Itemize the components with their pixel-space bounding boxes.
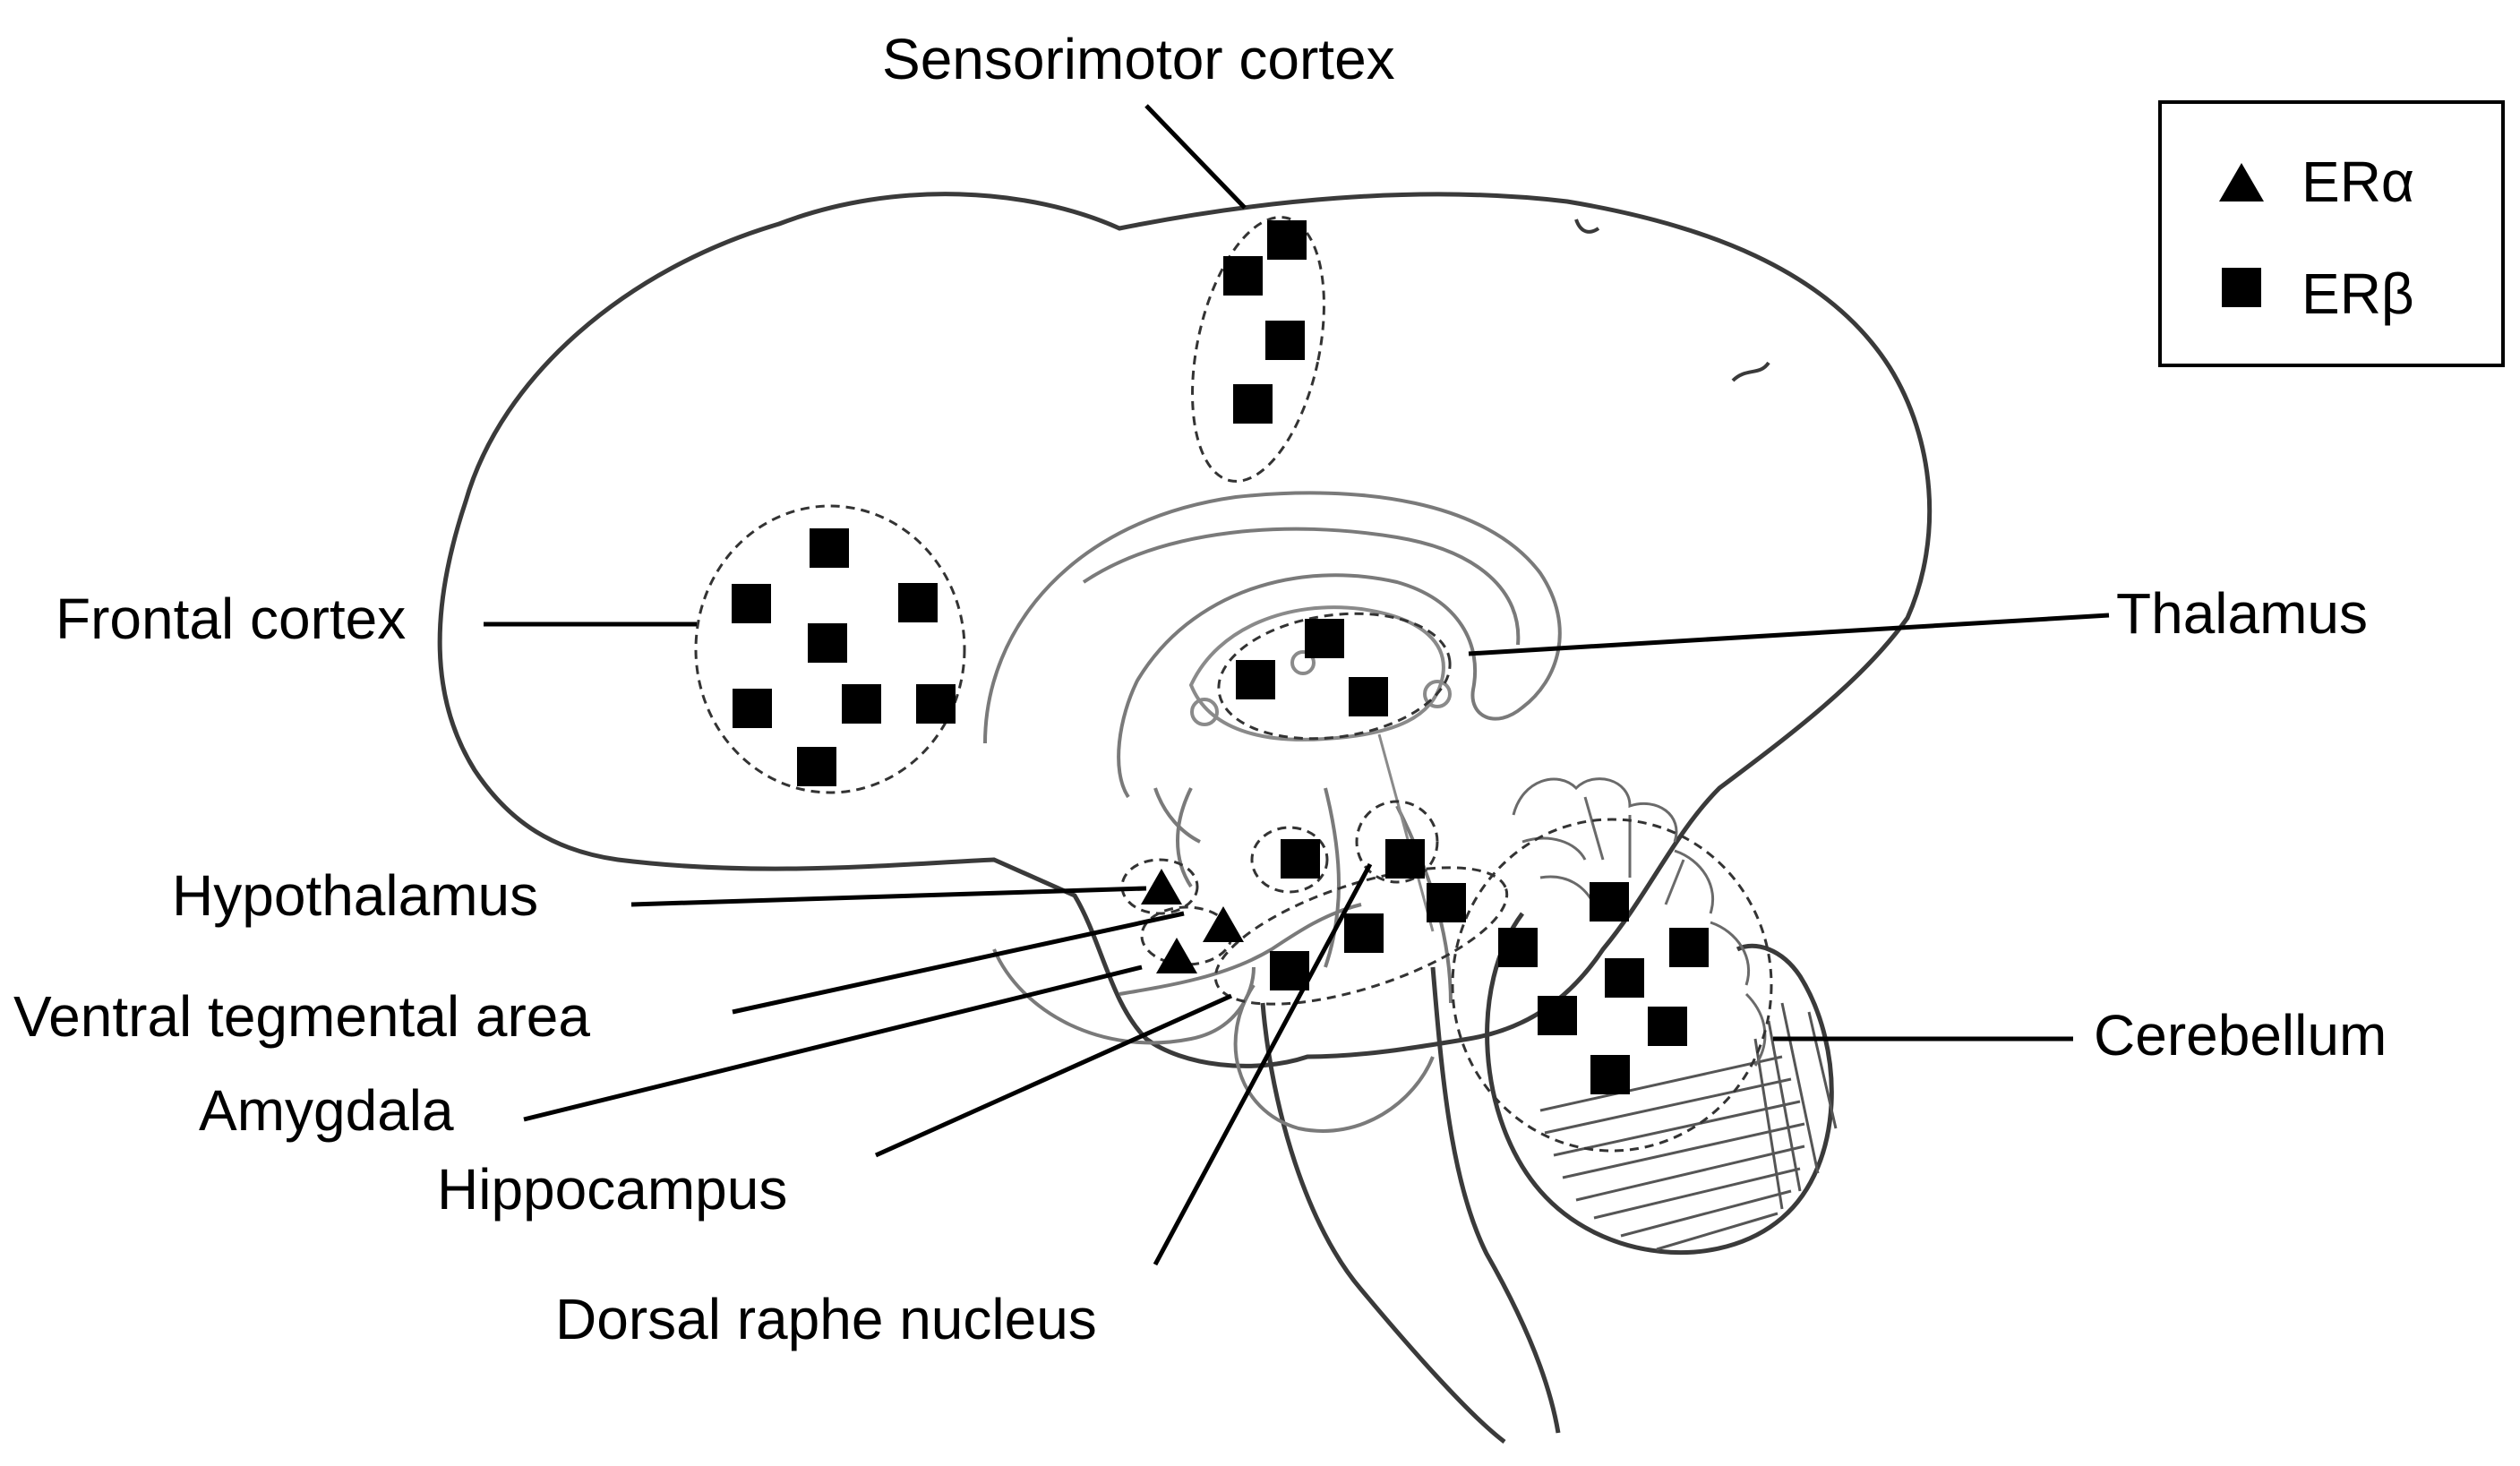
hypothalamus-outline — [1176, 787, 1193, 888]
fissure-mark — [1574, 219, 1600, 234]
er-alpha-marker — [1203, 906, 1244, 942]
er-beta-marker — [916, 684, 956, 724]
er-beta-marker — [1669, 928, 1709, 967]
label-thalamus: Thalamus — [2116, 581, 2368, 646]
hippocampus-outline — [1119, 903, 1362, 996]
er-beta-marker — [1427, 883, 1466, 922]
er-beta-marker — [1498, 928, 1538, 967]
region-sensorimotor-cortex — [1191, 216, 1325, 483]
er-beta-marker — [1590, 1055, 1630, 1094]
leader-line-hippocampus — [874, 993, 1233, 1158]
leader-line-vta — [732, 911, 1185, 1015]
label-ventral-tegmental-area: Ventral tegmental area — [13, 984, 590, 1049]
label-sensorimotor-cortex: Sensorimotor cortex — [882, 27, 1395, 91]
corpus-callosum — [983, 491, 1562, 799]
pons — [1233, 983, 1435, 1133]
er-beta-marker — [1281, 839, 1320, 879]
er-beta-marker — [1270, 951, 1309, 990]
er-beta-marker — [733, 689, 772, 728]
leader-line-dorsal-raphe — [1153, 862, 1373, 1266]
er-beta-marker — [898, 583, 938, 622]
midbrain-line — [1324, 787, 1341, 968]
optic-chiasm — [1153, 787, 1201, 844]
region-frontal-cortex — [694, 504, 966, 794]
er-beta-marker — [1648, 1007, 1687, 1046]
legend-er-beta-label: ERβ — [2301, 261, 2414, 326]
er-beta-marker — [810, 528, 849, 568]
label-hypothalamus: Hypothalamus — [172, 863, 538, 928]
cerebellum-outline — [1485, 912, 1834, 1256]
er-beta-marker — [1305, 619, 1344, 658]
ventricle-foramen — [1190, 698, 1219, 726]
label-dorsal-raphe-nucleus: Dorsal raphe nucleus — [555, 1287, 1097, 1351]
er-beta-marker — [797, 747, 836, 786]
region-hippocampus — [1213, 866, 1509, 1006]
er-beta-marker — [1233, 384, 1273, 424]
er-beta-marker — [1236, 660, 1275, 699]
er-beta-marker — [1349, 677, 1388, 716]
legend-er-alpha-symbol — [2219, 163, 2264, 201]
er-beta-marker — [732, 584, 771, 623]
er-beta-marker — [1605, 958, 1644, 998]
brainstem — [1260, 966, 1561, 1444]
cerebellum-folia — [1539, 1002, 1838, 1251]
er-beta-marker — [1538, 996, 1577, 1035]
er-alpha-marker — [1141, 869, 1182, 904]
fissure-mark — [1731, 361, 1770, 382]
er-beta-marker — [1267, 220, 1307, 260]
cerebrum-outline — [437, 192, 1933, 1068]
leader-line-sensorimotor — [1144, 104, 1247, 210]
region-dorsal-raphe-nucleus — [1355, 800, 1439, 884]
region-cerebellum — [1451, 818, 1773, 1153]
er-alpha-marker — [1156, 938, 1197, 973]
label-cerebellum: Cerebellum — [2094, 1003, 2387, 1067]
leader-line-thalamus — [1468, 613, 2110, 656]
region-amygdala — [1250, 826, 1329, 894]
region-hypothalamus — [1120, 858, 1199, 915]
legend-box — [2158, 100, 2505, 367]
er-beta-marker — [842, 684, 881, 724]
ventricle-foramen — [1290, 650, 1316, 675]
legend-er-beta-symbol — [2222, 268, 2261, 307]
er-beta-marker — [1344, 913, 1384, 953]
er-beta-marker — [1385, 839, 1425, 879]
ventricle-foramen — [1423, 680, 1452, 708]
er-beta-marker — [1265, 321, 1305, 360]
legend-er-alpha-label: ERα — [2301, 150, 2414, 214]
label-hippocampus: Hippocampus — [437, 1157, 787, 1222]
cerebral-aqueduct — [1377, 733, 1435, 932]
er-beta-marker — [808, 623, 847, 663]
cerebellum-arbor — [1512, 777, 1767, 1067]
leader-line-hypothalamus — [630, 886, 1147, 907]
er-beta-marker — [1223, 256, 1263, 296]
label-frontal-cortex: Frontal cortex — [56, 587, 406, 651]
label-amygdala: Amygdala — [199, 1078, 454, 1143]
legend: ERα ERβ — [2158, 100, 2505, 367]
region-thalamus — [1217, 612, 1452, 741]
leader-line-amygdala — [523, 964, 1143, 1122]
er-beta-marker — [1590, 882, 1629, 922]
fornix — [1082, 527, 1521, 646]
